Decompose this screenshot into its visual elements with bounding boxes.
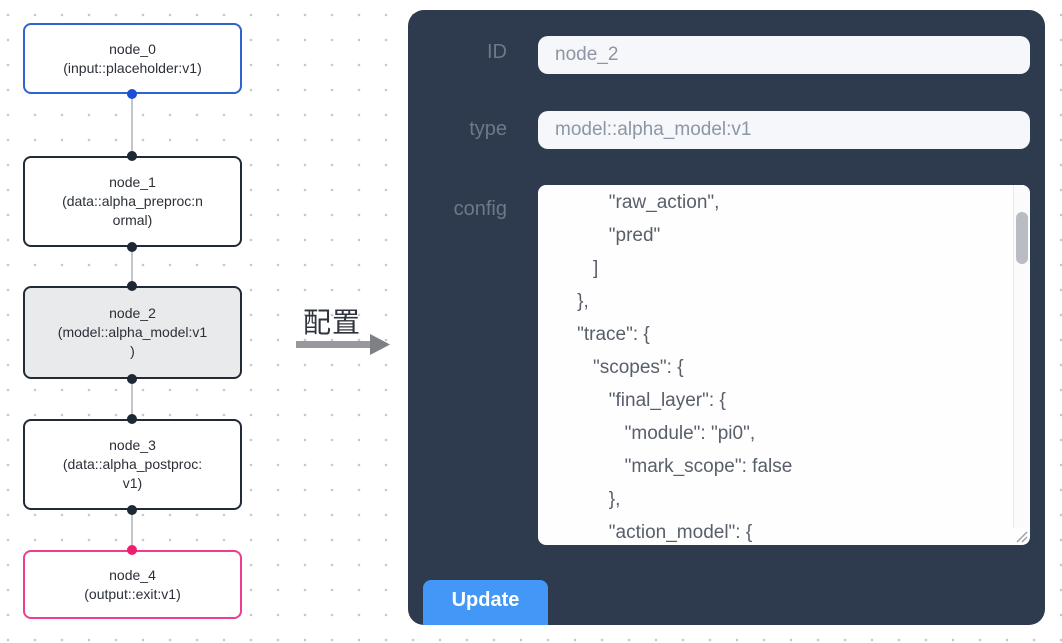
right-arrow-icon bbox=[296, 334, 390, 355]
node-subtitle: v1) bbox=[122, 475, 143, 491]
node-subtitle: ) bbox=[130, 343, 135, 359]
node-port bbox=[127, 414, 137, 424]
flow-node-node_3[interactable]: node_3 (data::alpha_postproc: v1) bbox=[23, 419, 242, 510]
config-field-label: config bbox=[453, 198, 507, 220]
node-title: node_2 bbox=[109, 305, 156, 321]
id-input[interactable] bbox=[538, 36, 1030, 74]
node-port bbox=[127, 545, 137, 555]
edge-node3-node4 bbox=[131, 510, 133, 550]
node-config-panel: ID type config "raw_action", "pred" ] },… bbox=[408, 10, 1045, 625]
update-button[interactable]: Update bbox=[423, 580, 548, 625]
flow-node-node_0[interactable]: node_0 (input::placeholder:v1) bbox=[23, 23, 242, 94]
flow-node-node_4[interactable]: node_4 (output::exit:v1) bbox=[23, 550, 242, 619]
node-port bbox=[127, 89, 137, 99]
edge-node2-node3 bbox=[131, 379, 133, 419]
config-json-text: "raw_action", "pred" ] }, "trace": { "sc… bbox=[577, 192, 793, 543]
config-scrollbar-thumb[interactable] bbox=[1016, 212, 1028, 264]
flow-node-node_2-selected[interactable]: node_2 (model::alpha_model:v1 ) bbox=[23, 286, 242, 379]
config-textarea[interactable]: "raw_action", "pred" ] }, "trace": { "sc… bbox=[538, 185, 1030, 545]
edge-node0-node1 bbox=[131, 94, 133, 156]
edge-node1-node2 bbox=[131, 247, 133, 286]
configure-label: 配置 bbox=[302, 307, 361, 338]
node-title: node_3 bbox=[109, 437, 156, 453]
type-field-label: type bbox=[469, 118, 507, 140]
id-field-label: ID bbox=[487, 41, 507, 63]
node-subtitle: (input::placeholder:v1) bbox=[63, 59, 202, 76]
node-port bbox=[127, 281, 137, 291]
node-title: node_0 bbox=[109, 40, 156, 57]
type-input[interactable] bbox=[538, 111, 1030, 149]
textarea-resize-handle[interactable] bbox=[1013, 528, 1029, 544]
node-title: node_1 bbox=[109, 174, 156, 190]
config-scrollbar[interactable] bbox=[1013, 185, 1030, 531]
resize-grip-icon bbox=[1016, 531, 1028, 543]
node-subtitle: (output::exit:v1) bbox=[84, 585, 181, 602]
node-port bbox=[127, 374, 137, 384]
flow-node-node_1[interactable]: node_1 (data::alpha_preproc:n ormal) bbox=[23, 156, 242, 247]
node-port bbox=[127, 151, 137, 161]
node-port bbox=[127, 505, 137, 515]
node-subtitle: (data::alpha_preproc:n bbox=[62, 193, 203, 209]
node-port bbox=[127, 242, 137, 252]
node-subtitle: ormal) bbox=[112, 212, 153, 228]
node-subtitle: (data::alpha_postproc: bbox=[62, 456, 203, 472]
node-subtitle: (model::alpha_model:v1 bbox=[57, 324, 208, 340]
node-title: node_4 bbox=[109, 566, 156, 583]
